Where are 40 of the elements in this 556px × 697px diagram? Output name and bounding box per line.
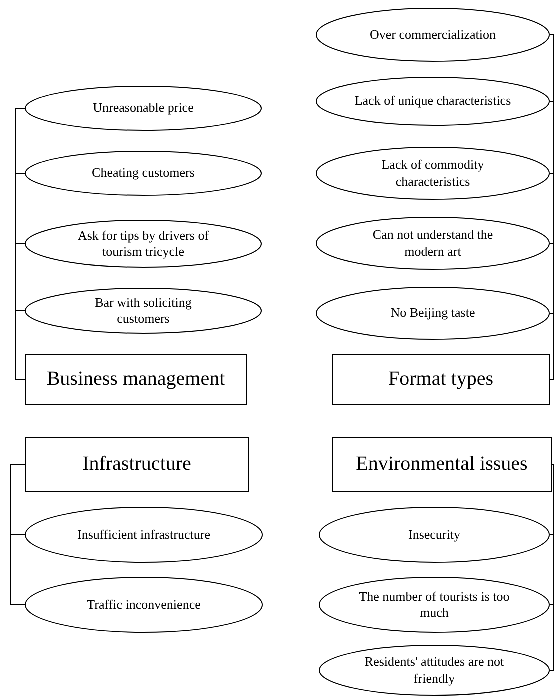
issue-label: Residents' attitudes are not friendly	[364, 654, 506, 687]
issue-label: Can not understand the modern art	[372, 227, 494, 260]
ellipse-node	[316, 287, 550, 340]
category-label: Infrastructure	[82, 452, 192, 477]
category-label: Format types	[388, 367, 494, 392]
ellipse-node	[25, 86, 262, 131]
category-label: Environmental issues	[356, 452, 528, 477]
issue-label: Insufficient infrastructure	[76, 526, 212, 544]
ellipse-node	[25, 220, 262, 268]
ellipse-node	[25, 151, 262, 196]
category-box	[25, 354, 247, 405]
issue-label: Cheating customers	[91, 165, 196, 182]
connector-line	[550, 464, 554, 671]
issue-label: Insecurity	[408, 526, 462, 544]
issue-label: Over commercialization	[369, 26, 497, 44]
ellipse-node	[316, 8, 550, 62]
category-label: Business management	[46, 367, 226, 392]
ellipse-node	[319, 645, 550, 696]
category-box	[25, 437, 249, 492]
issue-label: Ask for tips by drivers of tourism tricycle	[76, 228, 210, 260]
issue-label: Lack of unique characteristics	[354, 93, 512, 110]
ellipse-node	[316, 147, 550, 200]
issue-label: The number of tourists is too much	[358, 588, 511, 622]
category-box	[332, 437, 552, 492]
category-box	[332, 354, 550, 405]
ellipse-node	[319, 577, 550, 633]
ellipse-node	[316, 77, 550, 126]
connector-line	[10, 464, 26, 606]
ellipse-node	[25, 577, 263, 633]
ellipse-node	[319, 507, 550, 563]
ellipse-node	[316, 217, 550, 270]
connector-line	[550, 313, 554, 380]
issue-label: Traffic inconvenience	[86, 596, 202, 614]
ellipse-node	[25, 507, 263, 563]
issue-label: Bar with soliciting customers	[94, 294, 193, 328]
issue-label: No Beijing taste	[390, 305, 476, 322]
issue-label: Lack of commodity characteristics	[380, 157, 486, 190]
ellipse-node	[25, 288, 262, 334]
issue-label: Unreasonable price	[92, 100, 195, 117]
connector-line	[16, 310, 26, 380]
